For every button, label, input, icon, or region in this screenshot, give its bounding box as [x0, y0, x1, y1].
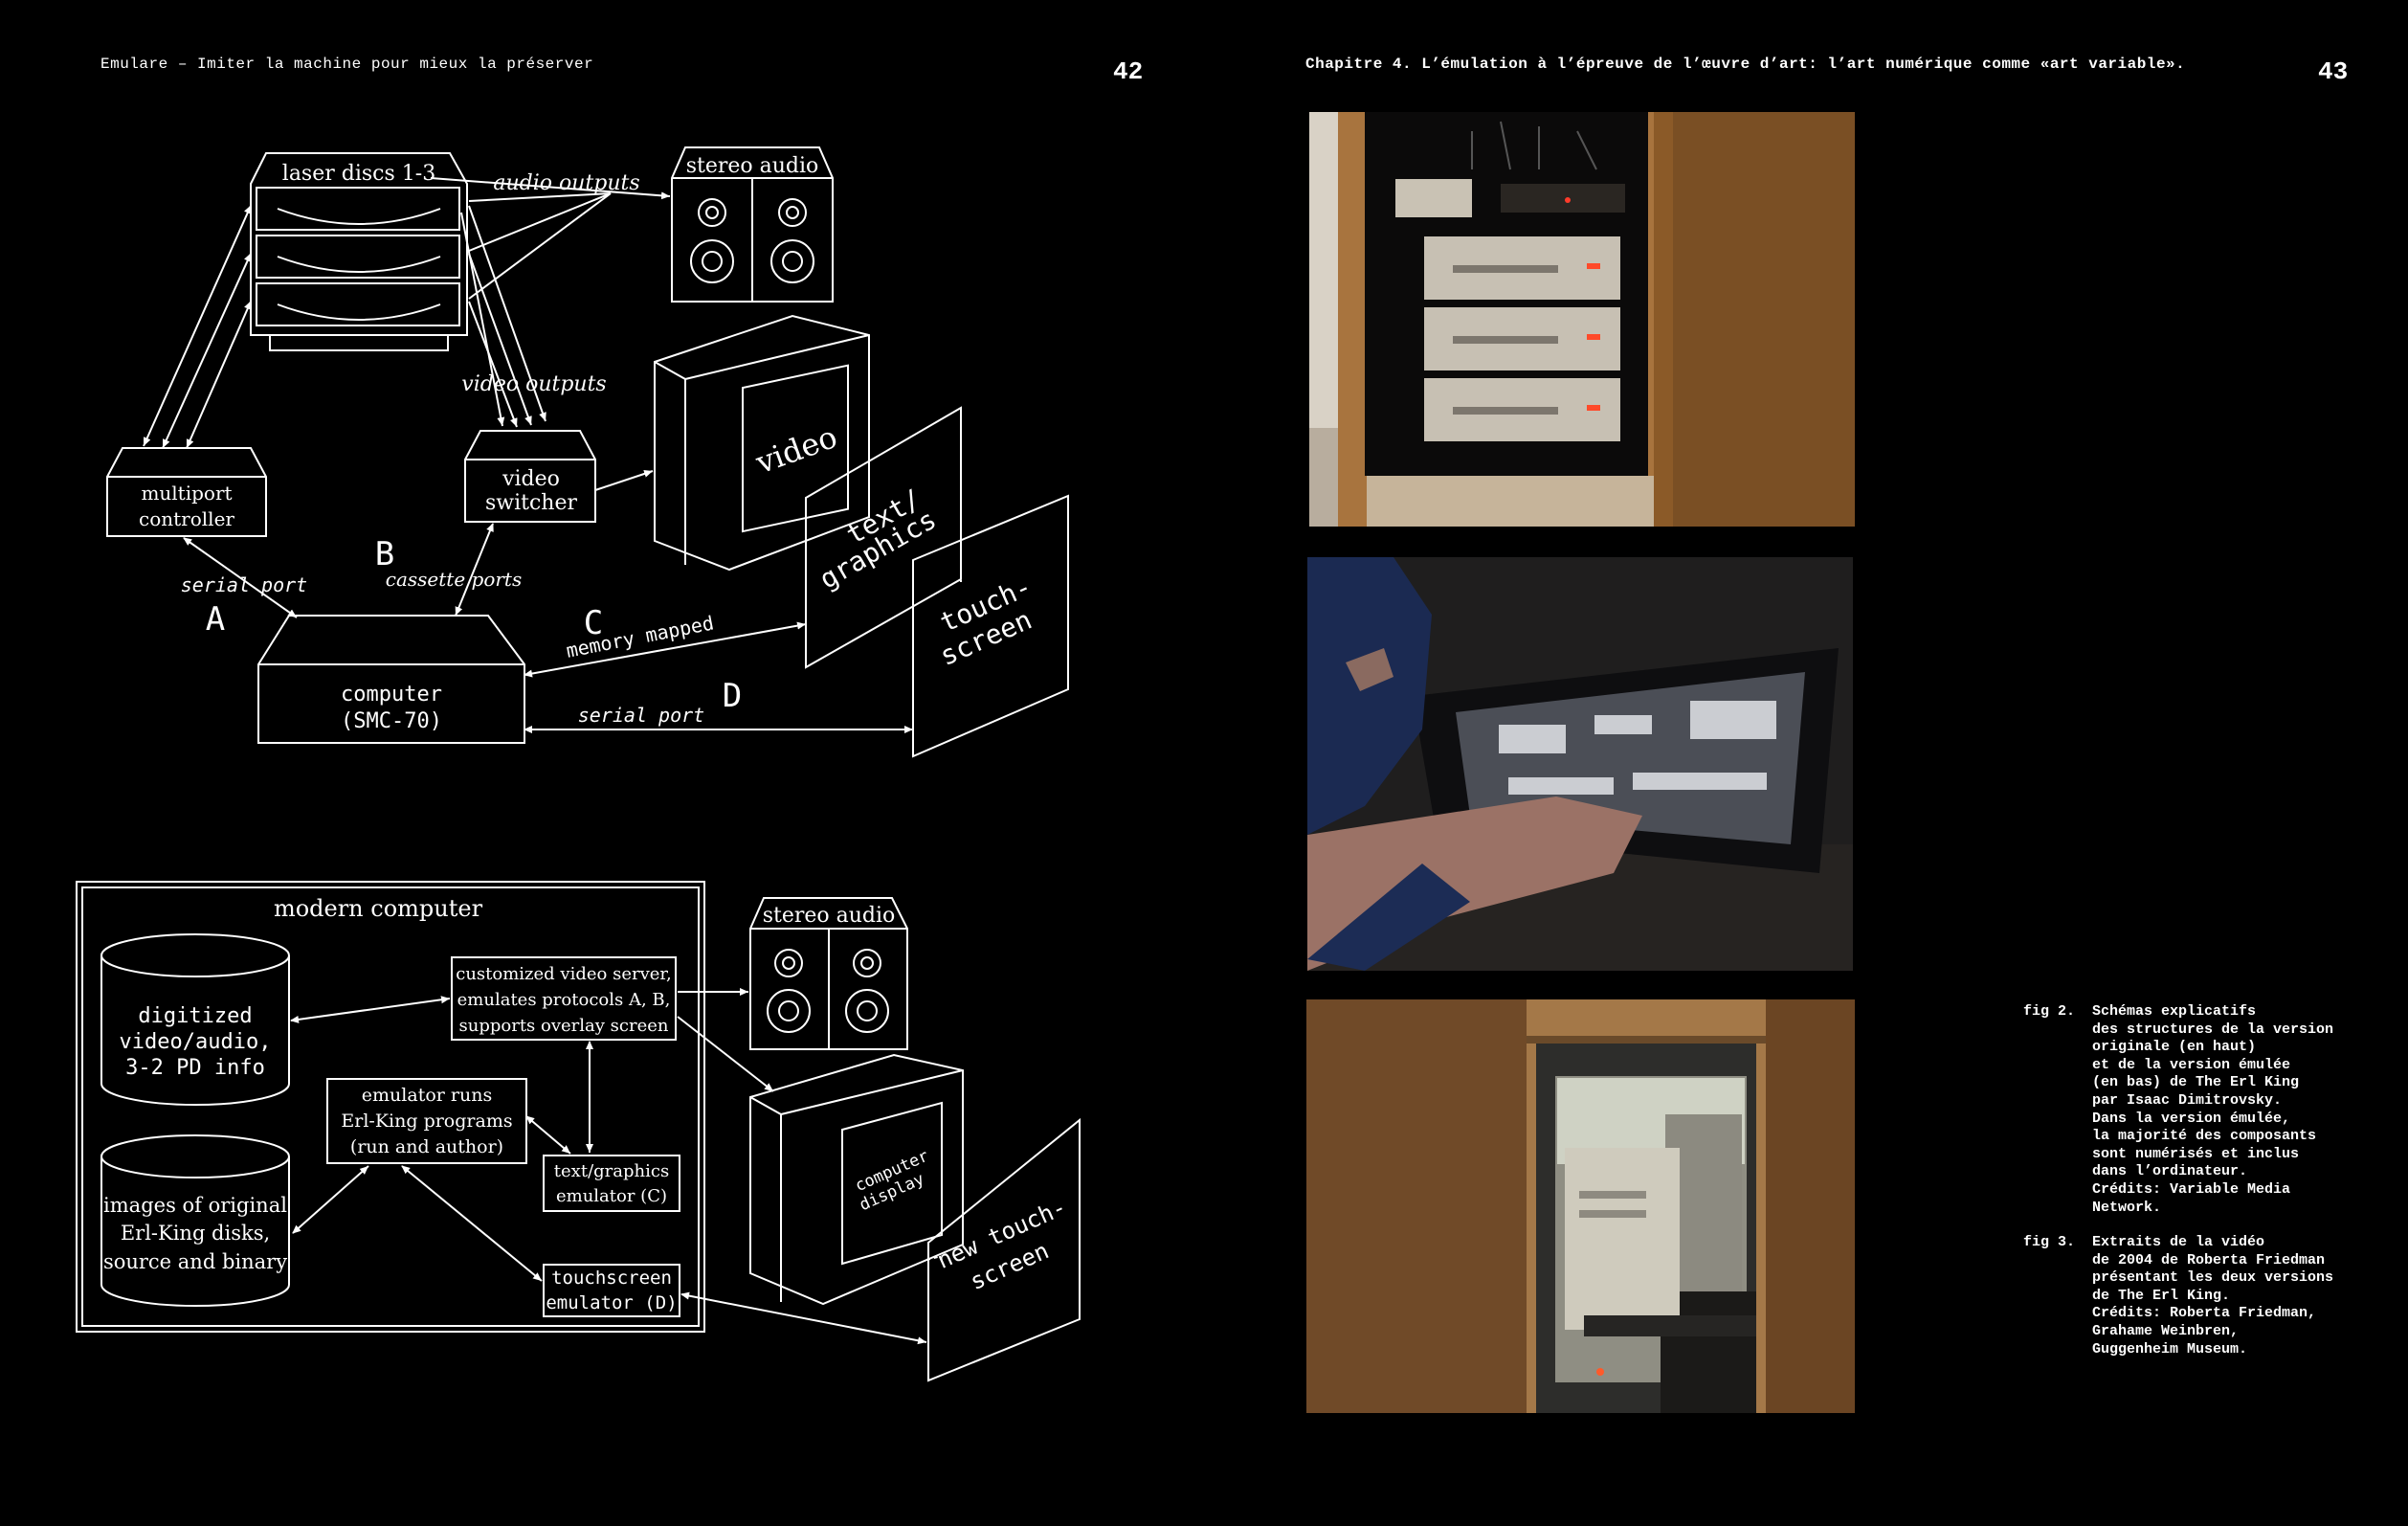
modern-computer-frame — [76, 881, 705, 1333]
caption-line: originale (en haut) — [2092, 1039, 2257, 1056]
label-computer-2: (SMC-70) — [341, 709, 442, 733]
running-head-right: Chapitre 4. L’émulation à l’épreuve de l… — [1305, 56, 2186, 73]
caption-line: Dans la version émulée, — [2092, 1110, 2291, 1127]
label-serial-port-d: serial port — [578, 704, 704, 727]
label-serial-port-a: serial port — [181, 573, 307, 596]
label-modern-computer: modern computer — [274, 895, 483, 922]
images-cylinder — [100, 1134, 290, 1307]
label-digitized-3: 3-2 PD info — [125, 1056, 265, 1080]
new-touchscreen-plane — [927, 1117, 1081, 1382]
label-server-3: supports overlay screen — [459, 1016, 669, 1036]
label-multiport-1: multiport — [141, 482, 232, 505]
caption-line: Network. — [2092, 1199, 2162, 1216]
caption-fig-3: fig 3. Extraits de la vidéo de 2004 de R… — [2023, 1234, 2387, 1368]
label-images-1: images of original — [103, 1194, 287, 1217]
caption-line: par Isaac Dimitrovsky. — [2092, 1091, 2283, 1109]
label-emulator-1: emulator runs — [362, 1085, 492, 1106]
label-images-2: Erl-King disks, — [121, 1222, 270, 1245]
touchscreen-plane — [912, 494, 1069, 758]
caption-line: dans l’ordinateur. — [2092, 1163, 2248, 1180]
label-a: A — [206, 600, 225, 639]
page-number-right: 43 — [2318, 57, 2349, 86]
label-emulator-3: (run and author) — [350, 1136, 503, 1157]
caption-line: des structures de la version — [2092, 1021, 2334, 1038]
caption-line: Grahame Weinbren, — [2092, 1322, 2240, 1339]
computer-display-monitor — [749, 1053, 964, 1306]
text-graphics-plane — [805, 406, 962, 669]
label-audio-outputs: audio outputs — [493, 171, 639, 195]
diagram-original: laser discs 1-3 audio outputs stereo aud… — [106, 146, 1069, 758]
caption-fig-2-text: Schémas explicatifs des structures de la… — [2092, 1003, 2379, 1217]
label-server-2: emulates protocols A, B, — [457, 990, 671, 1010]
label-images-3: source and binary — [103, 1250, 287, 1273]
touchscreen-emulator-box — [543, 1264, 680, 1317]
caption-fig-2-number: fig 2. — [2023, 1003, 2076, 1020]
label-stereo-audio-2: stereo audio — [763, 904, 896, 928]
label-digitized-2: video/audio, — [120, 1030, 272, 1054]
diagram-emulated: modern computer digitized video/audio, 3… — [76, 881, 1081, 1382]
caption-fig-3-number: fig 3. — [2023, 1234, 2076, 1250]
photo-modern-computer — [1306, 999, 1855, 1413]
caption-line: et de la version émulée — [2092, 1056, 2291, 1073]
label-tg-emulator-1: text/graphics — [554, 1161, 669, 1181]
caption-line: Extraits de la vidéo — [2092, 1234, 2265, 1250]
label-stereo-audio: stereo audio — [686, 154, 819, 178]
label-ts-emulator-2: emulator (D) — [546, 1292, 677, 1313]
label-multiport-2: controller — [139, 507, 234, 530]
label-computer-1: computer — [341, 683, 442, 707]
page-number-left: 42 — [1113, 57, 1144, 86]
label-b: B — [375, 535, 394, 573]
label-tg-emulator-2: emulator (C) — [556, 1186, 667, 1206]
caption-line: Crédits: Variable Media — [2092, 1180, 2291, 1198]
label-video-outputs: video outputs — [461, 372, 606, 396]
caption-line: présentant les deux versions — [2092, 1269, 2334, 1287]
caption-line: Guggenheim Museum. — [2092, 1340, 2248, 1358]
caption-line: (en bas) de The Erl King — [2092, 1074, 2300, 1091]
photo-laserdisc-rack — [1309, 112, 1855, 527]
caption-line: de The Erl King. — [2092, 1287, 2231, 1304]
left-page: Emulare – Imiter la machine pour mieux l… — [76, 56, 1144, 1382]
video-server-box — [451, 956, 677, 1041]
photo-touchscreen — [1307, 557, 1853, 971]
label-video: video — [750, 418, 842, 482]
label-c: C — [584, 604, 603, 642]
label-cassette-ports: cassette ports — [386, 568, 522, 591]
right-page: Chapitre 4. L’émulation à l’épreuve de l… — [1204, 0, 2408, 1526]
digitized-cylinder — [100, 933, 290, 1106]
running-head-left: Emulare – Imiter la machine pour mieux l… — [100, 56, 594, 73]
label-ts-emulator-1: touchscreen — [551, 1268, 672, 1289]
label-laser-discs: laser discs 1-3 — [282, 162, 435, 186]
label-d: D — [723, 677, 742, 715]
label-server-1: customized video server, — [456, 964, 672, 984]
caption-line: sont numérisés et inclus — [2092, 1145, 2300, 1162]
caption-fig-3-text: Extraits de la vidéo de 2004 de Roberta … — [2092, 1234, 2379, 1358]
label-digitized-1: digitized — [138, 1004, 252, 1028]
label-emulator-2: Erl-King programs — [341, 1111, 512, 1132]
caption-fig-2: fig 2. Schémas explicatifs des structure… — [2023, 1003, 2387, 1216]
label-switcher-2: switcher — [485, 491, 578, 515]
video-monitor — [654, 314, 870, 572]
caption-line: de 2004 de Roberta Friedman — [2092, 1251, 2326, 1268]
caption-line: la majorité des composants — [2092, 1128, 2317, 1145]
text-graphics-emulator-box — [543, 1155, 680, 1212]
caption-line: Crédits: Roberta Friedman, — [2092, 1305, 2317, 1322]
label-switcher-1: video — [502, 467, 560, 491]
caption-line: Schémas explicatifs — [2092, 1003, 2257, 1020]
